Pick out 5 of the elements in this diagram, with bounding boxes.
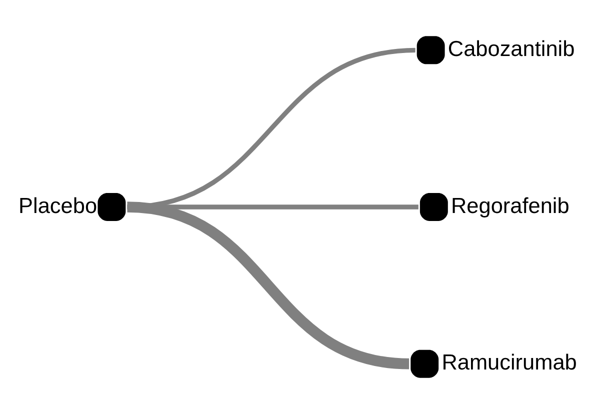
node-label: Ramucirumab <box>442 350 577 375</box>
node-label: Cabozantinib <box>448 36 575 61</box>
connector <box>126 202 410 370</box>
node-label: Placebo <box>18 192 98 218</box>
node-label: Regorafenib <box>451 192 570 218</box>
